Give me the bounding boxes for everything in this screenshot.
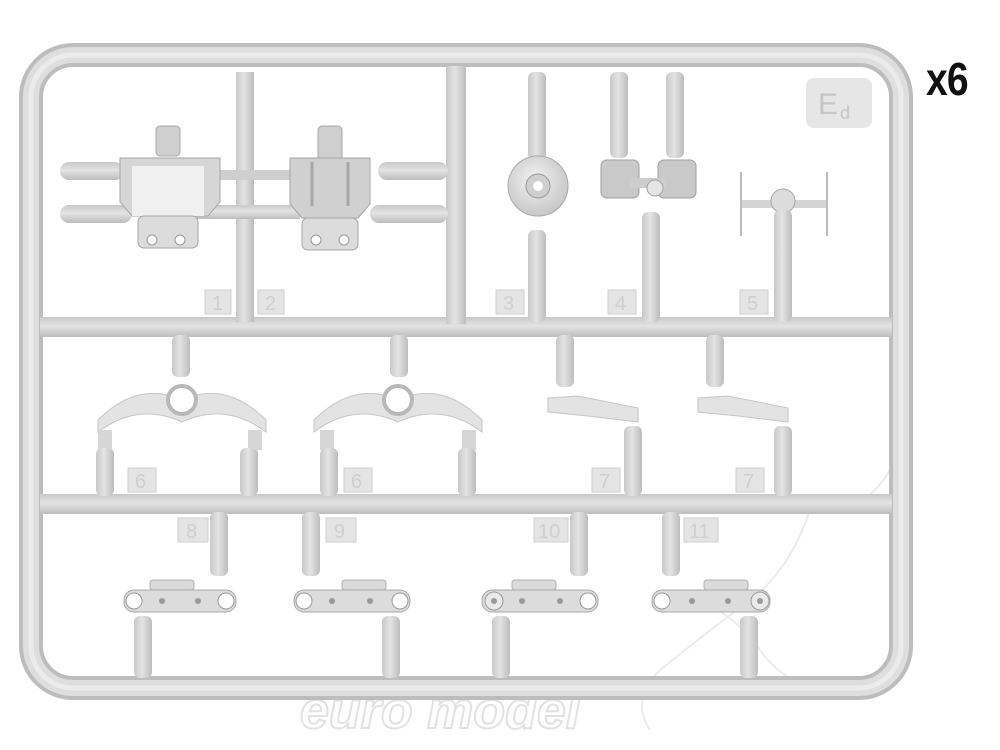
part-tag-5: 5 — [739, 289, 769, 315]
part-9-link — [293, 512, 411, 678]
svg-text:8: 8 — [186, 521, 197, 543]
svg-text:9: 9 — [334, 521, 345, 543]
svg-text:3: 3 — [503, 293, 514, 315]
part-5-t-bar — [740, 172, 828, 322]
part-tag-2: 2 — [257, 289, 285, 315]
part-tag-11: 11 — [683, 517, 719, 543]
part-2-bracket — [289, 125, 371, 251]
part-4-twin-cylinders — [600, 72, 697, 322]
part-tag-9: 9 — [325, 517, 357, 543]
svg-text:4: 4 — [615, 293, 626, 315]
sprue-code-label: E d — [806, 78, 872, 128]
svg-text:1: 1 — [212, 293, 223, 315]
svg-text:d: d — [840, 103, 850, 123]
part-tag-1: 1 — [204, 289, 232, 315]
part-6b-yoke — [313, 335, 483, 496]
part-tag-7a: 7 — [591, 467, 621, 493]
watermark-horse-outline — [641, 317, 909, 731]
part-1-bracket — [119, 125, 221, 249]
quantity-label: x6 — [926, 53, 969, 105]
part-tag-7b: 7 — [735, 467, 765, 493]
svg-text:E: E — [818, 88, 838, 121]
part-11-link — [651, 512, 771, 678]
part-3-disc — [507, 72, 569, 322]
horizontal-runners — [40, 317, 892, 514]
svg-text:5: 5 — [747, 293, 758, 315]
part-7b-lever — [697, 335, 792, 496]
part-tag-4: 4 — [607, 289, 637, 315]
parts-1-2-runners — [60, 72, 448, 322]
vertical-runner — [446, 66, 466, 324]
svg-text:6: 6 — [351, 471, 362, 493]
part-tag-3: 3 — [495, 289, 525, 315]
svg-text:11: 11 — [689, 521, 710, 543]
svg-text:2: 2 — [265, 293, 276, 315]
part-tag-8: 8 — [177, 517, 209, 543]
part-7a-lever — [547, 335, 642, 496]
part-6a-yoke — [96, 335, 267, 496]
svg-text:6: 6 — [135, 471, 146, 493]
part-tag-6a: 6 — [127, 467, 157, 493]
svg-text:7: 7 — [743, 471, 754, 493]
part-10-link — [481, 512, 599, 678]
svg-text:10: 10 — [538, 521, 560, 543]
part-tag-6b: 6 — [343, 467, 373, 493]
svg-text:7: 7 — [599, 471, 610, 493]
part-8-link — [123, 512, 237, 678]
part-tag-10: 10 — [533, 517, 569, 543]
